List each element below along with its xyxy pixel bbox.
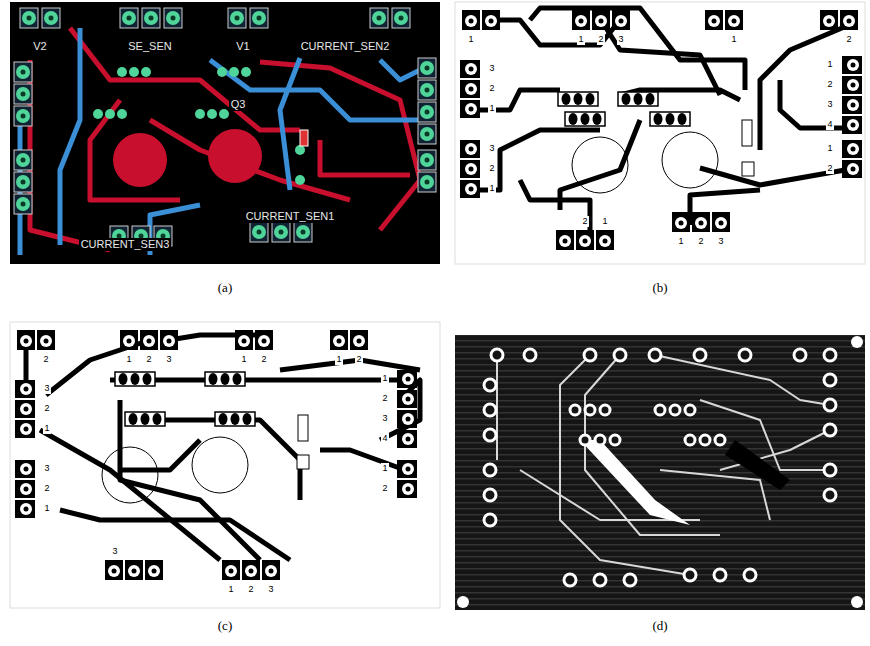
pin-number: 1 [43, 423, 50, 434]
panel-label: (c) [218, 618, 232, 634]
panel-b-board [455, 2, 865, 264]
silkscreen-label: V1 [234, 40, 251, 53]
pin-number: 2 [845, 34, 852, 45]
pin-number: 1 [577, 34, 584, 45]
pin-number: 2 [355, 354, 362, 365]
pin-number: 3 [43, 383, 50, 394]
pin-number: 3 [488, 143, 495, 154]
pin-number: 3 [165, 354, 172, 365]
pin-number: 1 [601, 216, 608, 227]
pin-number: 2 [826, 79, 833, 90]
pin-number: 2 [581, 216, 588, 227]
panel-a-board [10, 2, 440, 264]
pin-number: 1 [125, 354, 132, 365]
pin-number: 1 [240, 354, 247, 365]
pin-number: 2 [43, 403, 50, 414]
pin-number: 1 [381, 373, 388, 384]
pin-number: 3 [267, 584, 274, 595]
pin-number: 1 [677, 236, 684, 247]
pin-number: 4 [381, 433, 388, 444]
pin-number: 2 [247, 584, 254, 595]
pin-number: 1 [826, 59, 833, 70]
pin-number: 3 [717, 236, 724, 247]
pin-number: 3 [111, 546, 118, 557]
pin-number: 1 [488, 103, 495, 114]
pin-number: 2 [488, 163, 495, 174]
pin-number: 3 [488, 63, 495, 74]
pin-number: 3 [617, 34, 624, 45]
pin-number: 2 [697, 236, 704, 247]
pin-number: 1 [227, 584, 234, 595]
pin-number: 3 [381, 413, 388, 424]
panel-c-board [10, 322, 440, 608]
pin-number: 1 [467, 34, 474, 45]
panel-label: (a) [218, 280, 232, 296]
pin-number: 2 [42, 354, 49, 365]
silkscreen-label: CURRENT_SEN1 [244, 210, 337, 223]
pin-number: 1 [43, 503, 50, 514]
pin-number: 2 [488, 83, 495, 94]
pin-number: 1 [730, 34, 737, 45]
panel-label: (b) [652, 280, 667, 296]
pin-number: 3 [43, 463, 50, 474]
pin-number: 1 [826, 143, 833, 154]
pin-number: 2 [260, 354, 267, 365]
silkscreen-label: V2 [31, 40, 48, 53]
pin-number: 2 [145, 354, 152, 365]
panel-d-board [455, 335, 865, 610]
pin-number: 4 [826, 119, 833, 130]
panel-label: (d) [652, 618, 667, 634]
pin-number: 1 [488, 183, 495, 194]
silkscreen-label: Q3 [229, 98, 248, 111]
silkscreen-label: SE_SEN [126, 40, 173, 53]
pin-number: 2 [381, 393, 388, 404]
pin-number: 3 [826, 99, 833, 110]
silkscreen-label: CURRENT_SEN2 [299, 40, 392, 53]
pin-number: 2 [597, 34, 604, 45]
pin-number: 1 [381, 463, 388, 474]
silkscreen-label: CURRENT_SEN3 [79, 238, 172, 251]
pin-number: 2 [826, 163, 833, 174]
pin-number: 2 [43, 483, 50, 494]
pin-number: 2 [381, 483, 388, 494]
pin-number: 1 [335, 354, 342, 365]
